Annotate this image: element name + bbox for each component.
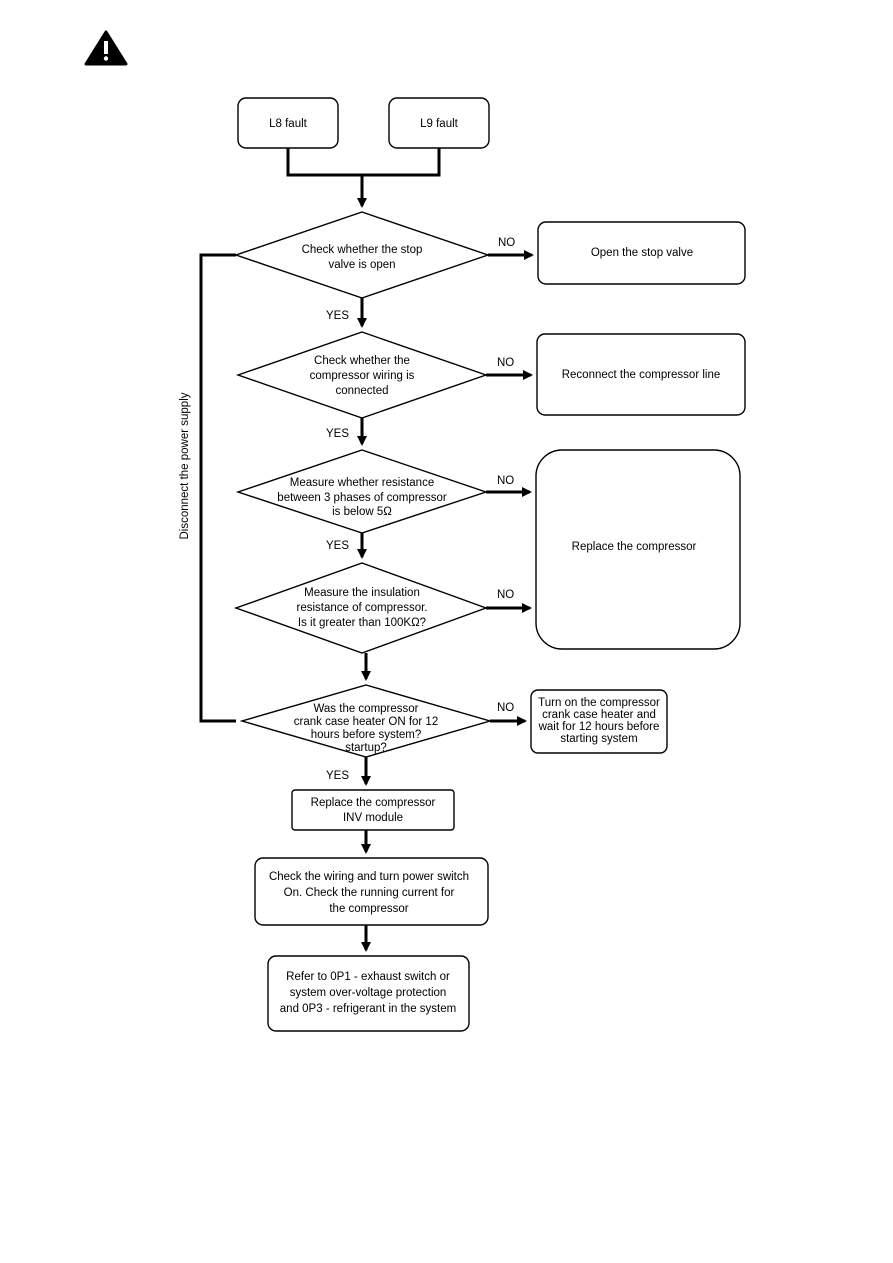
s3-line-2: system over-voltage protection — [290, 987, 447, 999]
l8-fault-box: L8 fault — [237, 97, 339, 149]
step-replace-inv-module: Replace the compressor INV module — [291, 789, 455, 831]
decision-phase-resistance: Measure whether resistance between 3 pha… — [235, 449, 489, 534]
q1-no-label: NO — [498, 237, 515, 249]
q5-line-2: crank case heater ON for 12 — [294, 716, 438, 728]
merge-connector — [286, 148, 441, 177]
q2-line-1: Check whether the — [314, 355, 410, 367]
s2-line-1: Check the wiring and turn power switch — [269, 871, 469, 883]
q5-yes-label: YES — [326, 770, 349, 782]
decision-insulation-resistance: Measure the insulation resistance of com… — [233, 562, 489, 654]
q3-line-2: between 3 phases of compressor — [277, 492, 447, 504]
s2-line-2: On. Check the running current for — [284, 887, 455, 899]
l8-fault-label: L8 fault — [269, 118, 308, 130]
action-reconnect-compressor-line: Reconnect the compressor line — [536, 333, 746, 416]
q5-line-3: hours before system? — [311, 729, 422, 741]
q2-line-3: connected — [335, 385, 388, 397]
s1-line-1: Replace the compressor — [311, 797, 436, 809]
warning-triangle-icon — [84, 30, 128, 66]
a5-line-4: starting system — [560, 733, 637, 745]
action-open-stop-valve: Open the stop valve — [537, 221, 746, 285]
s3-line-3: and 0P3 - refrigerant in the system — [280, 1003, 456, 1015]
s3-line-1: Refer to 0P1 - exhaust switch or — [286, 971, 450, 983]
q1-yes-label: YES — [326, 310, 349, 322]
q3-no-label: NO — [497, 475, 514, 487]
q2-line-2: compressor wiring is — [310, 370, 415, 382]
decision-stop-valve: Check whether the stop valve is open — [233, 211, 491, 299]
q1-line-1: Check whether the stop — [302, 244, 423, 256]
a5-line-3: wait for 12 hours before — [538, 721, 660, 733]
a2-line-1: Reconnect the compressor line — [562, 369, 721, 381]
q2-yes-label: YES — [326, 428, 349, 440]
q4-line-1: Measure the insulation — [304, 587, 420, 599]
l9-fault-label: L9 fault — [420, 118, 459, 130]
q3-line-1: Measure whether resistance — [290, 477, 434, 489]
q5-no-label: NO — [497, 702, 514, 714]
decision-crank-case-heater: Was the compressor crank case heater ON … — [239, 684, 493, 758]
q3-line-3: is below 5Ω — [332, 506, 392, 518]
a1-line-1: Open the stop valve — [591, 247, 693, 259]
step-check-wiring-running-current: Check the wiring and turn power switch O… — [254, 857, 489, 926]
a5-line-2: crank case heater and — [542, 709, 656, 721]
q2-no-label: NO — [497, 357, 514, 369]
q4-line-2: resistance of compressor. — [296, 602, 427, 614]
s1-line-2: INV module — [343, 812, 403, 824]
q5-line-4: startup? — [345, 742, 387, 754]
step-refer-0p1-0p3: Refer to 0P1 - exhaust switch or system … — [267, 955, 470, 1032]
disconnect-power-bracket — [199, 253, 236, 723]
q4-no-label: NO — [497, 589, 514, 601]
l9-fault-box: L9 fault — [388, 97, 490, 149]
s2-line-3: the compressor — [329, 903, 408, 915]
action-turn-on-heater: Turn on the compressor crank case heater… — [530, 689, 668, 754]
side-label-disconnect-power: Disconnect the power supply — [179, 392, 191, 539]
q1-line-2: valve is open — [328, 259, 395, 271]
a3-line-1: Replace the compressor — [572, 541, 697, 553]
q4-line-3: Is it greater than 100KΩ? — [298, 617, 426, 629]
action-replace-compressor: Replace the compressor — [535, 449, 741, 650]
q3-yes-label: YES — [326, 540, 349, 552]
q5-line-1: Was the compressor — [313, 703, 418, 715]
decision-compressor-wiring: Check whether the compressor wiring is c… — [235, 331, 489, 419]
a5-line-1: Turn on the compressor — [538, 697, 660, 709]
